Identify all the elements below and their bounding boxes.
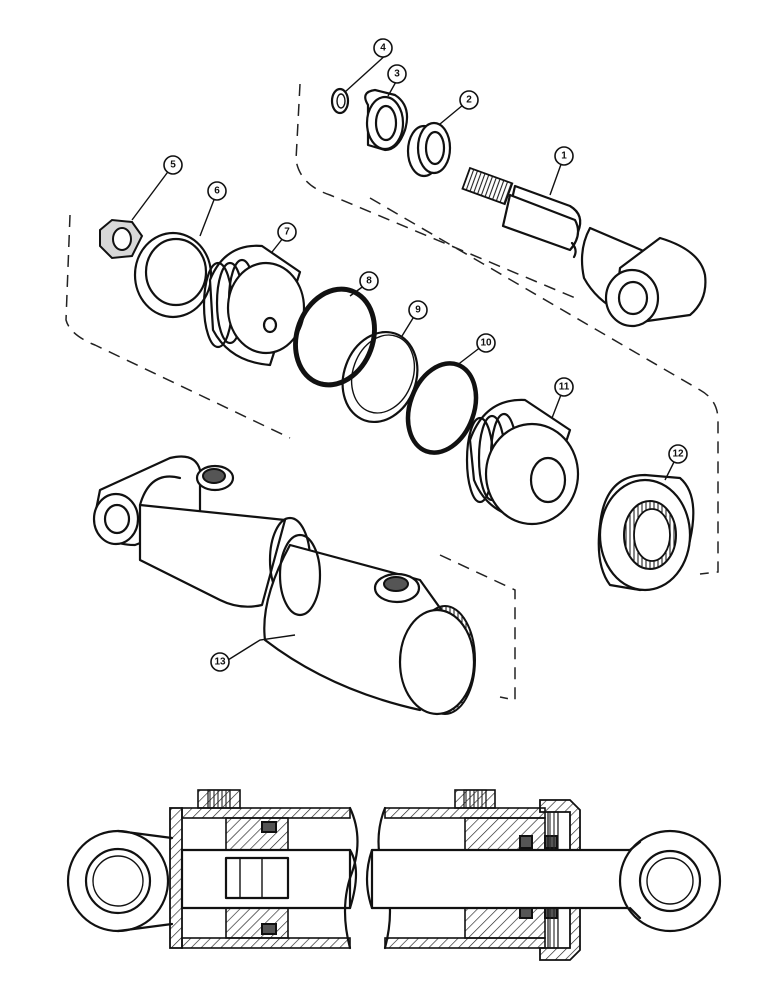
callout-3: 3 bbox=[387, 64, 407, 84]
part-4-snap-ring bbox=[330, 87, 350, 115]
svg-text:9: 9 bbox=[415, 305, 421, 316]
part-7-piston bbox=[202, 244, 306, 367]
callout-10: 10 bbox=[476, 333, 496, 353]
svg-text:12: 12 bbox=[672, 449, 684, 460]
assembled-cross-section-view bbox=[66, 789, 722, 961]
svg-text:6: 6 bbox=[214, 186, 220, 197]
svg-text:10: 10 bbox=[480, 338, 492, 349]
right-clevis-eye bbox=[618, 829, 722, 933]
part-8-o-ring bbox=[293, 286, 377, 388]
left-clevis-eye bbox=[66, 829, 170, 933]
callout-6: 6 bbox=[207, 181, 227, 201]
callout-11: 11 bbox=[554, 377, 574, 397]
svg-text:1: 1 bbox=[561, 151, 567, 162]
part-11-gland bbox=[465, 398, 580, 526]
part-13-barrel bbox=[92, 455, 476, 716]
part-6-wear-ring bbox=[133, 231, 213, 319]
part-3-wiper bbox=[364, 88, 409, 152]
svg-text:3: 3 bbox=[394, 69, 400, 80]
svg-text:8: 8 bbox=[366, 276, 372, 287]
callout-2: 2 bbox=[459, 90, 479, 110]
part-5-nut bbox=[99, 218, 144, 260]
svg-text:11: 11 bbox=[559, 382, 570, 393]
part-1-piston-rod bbox=[461, 166, 707, 328]
callout-5: 5 bbox=[163, 155, 183, 175]
svg-text:13: 13 bbox=[214, 657, 226, 668]
callout-8: 8 bbox=[359, 271, 379, 291]
svg-text:2: 2 bbox=[466, 95, 472, 106]
callout-7: 7 bbox=[277, 222, 297, 242]
svg-text:5: 5 bbox=[170, 160, 176, 171]
callout-13: 13 bbox=[210, 652, 230, 672]
barrel-group-dashed-outline bbox=[439, 554, 516, 701]
callout-1: 1 bbox=[554, 146, 574, 166]
callout-12: 12 bbox=[668, 444, 688, 464]
piston-group-dashed-outline bbox=[65, 214, 291, 439]
part-9-backup-ring bbox=[341, 330, 419, 424]
callout-4: 4 bbox=[373, 38, 393, 58]
piston-group-dashed-outline-right bbox=[369, 197, 719, 575]
part-2-seal bbox=[406, 121, 452, 178]
rod-group-dashed-outline bbox=[295, 83, 581, 301]
part-12-gland-nut bbox=[597, 473, 695, 592]
svg-text:7: 7 bbox=[284, 227, 290, 238]
callout-9: 9 bbox=[408, 300, 428, 320]
svg-text:4: 4 bbox=[380, 43, 386, 54]
